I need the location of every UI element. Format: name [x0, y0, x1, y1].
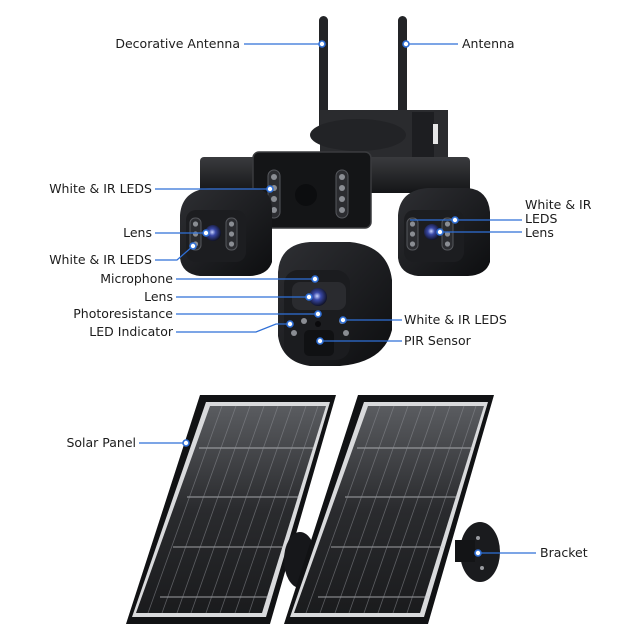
label-pir-sensor: PIR Sensor [404, 333, 471, 348]
label-solar-panel: Solar Panel [66, 435, 136, 450]
label-microphone: Microphone [100, 271, 173, 286]
label-white-ir-leds-right-2: LEDS [525, 211, 558, 226]
label-photoresistance: Photoresistance [73, 306, 173, 321]
label-white-ir-leds-right-1: White & IR [525, 197, 592, 212]
label-antenna: Antenna [462, 36, 515, 51]
label-white-ir-leds-top: White & IR LEDS [49, 181, 152, 196]
label-white-ir-leds-center: White & IR LEDS [404, 312, 507, 327]
label-lens-right: Lens [525, 225, 554, 240]
label-led-indicator: LED Indicator [89, 324, 173, 339]
label-decorative-antenna: Decorative Antenna [115, 36, 240, 51]
solar-panel-left [126, 395, 336, 624]
solar-panel-right [284, 395, 494, 624]
label-lens-left: Lens [123, 225, 152, 240]
label-white-ir-leds-left: White & IR LEDS [49, 252, 152, 267]
label-lens-center: Lens [144, 289, 173, 304]
leader-lines [139, 43, 536, 554]
label-bracket: Bracket [540, 545, 588, 560]
callout-dots [182, 40, 482, 557]
